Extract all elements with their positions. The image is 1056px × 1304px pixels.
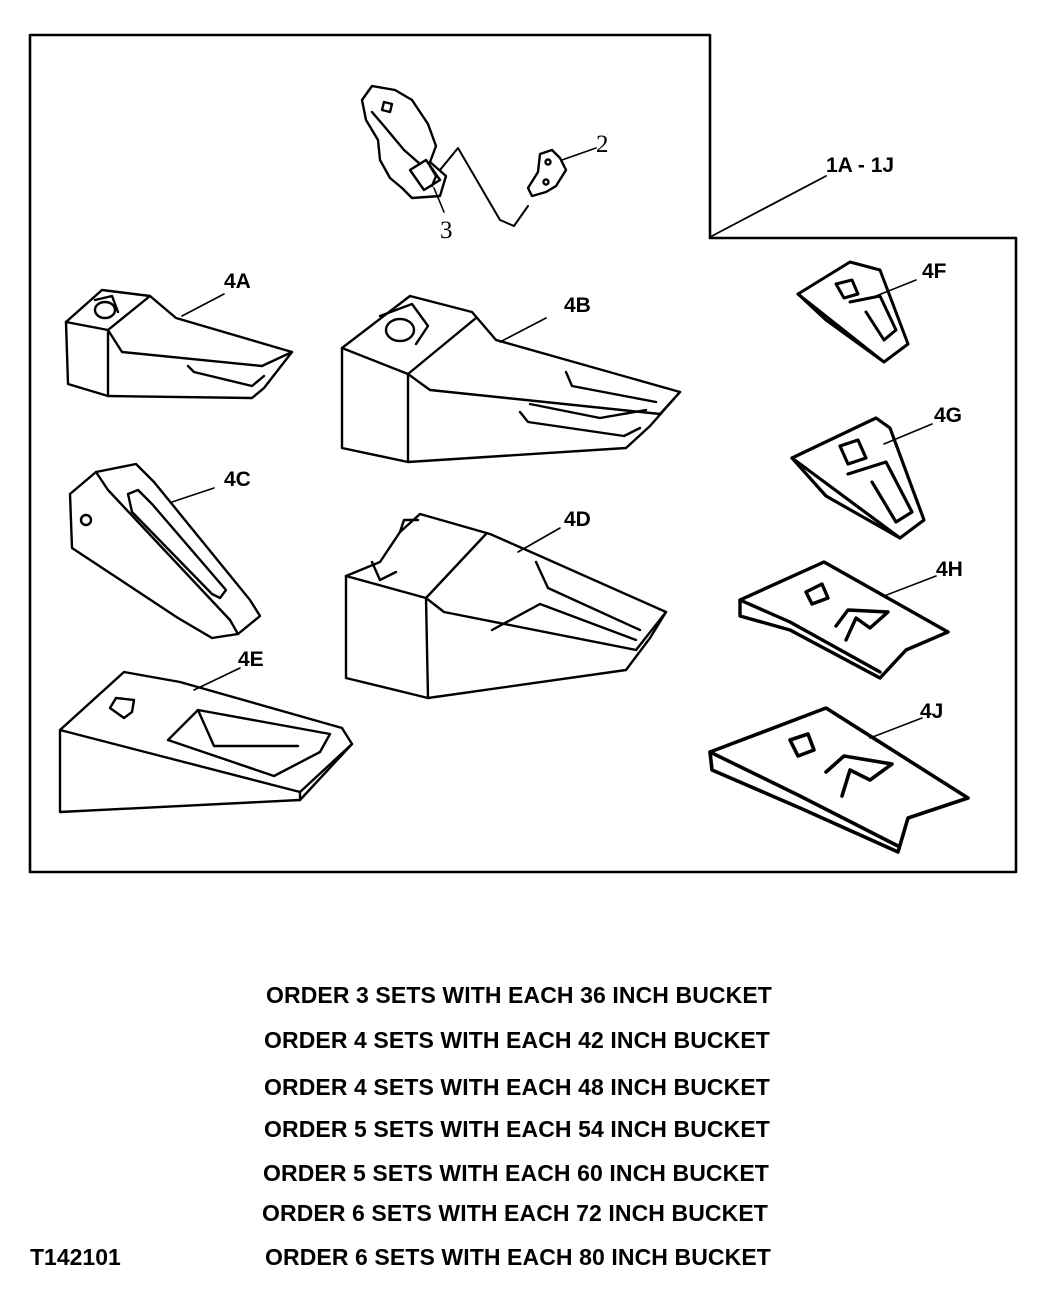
- figure-id: T142101: [30, 1244, 121, 1270]
- tooth-assembly-drawing: [360, 84, 597, 227]
- tooth-4h-drawing: [738, 560, 950, 680]
- adapter-4a-drawing: [64, 288, 294, 400]
- order-note: ORDER 4 SETS WITH EACH 42 INCH BUCKET: [264, 1027, 770, 1053]
- label-4e: 4E: [238, 648, 264, 671]
- tooth-4e-drawing: [58, 667, 354, 814]
- tooth-4g-drawing: [790, 416, 933, 540]
- label-4b: 4B: [564, 294, 591, 317]
- label-4d: 4D: [564, 508, 591, 531]
- tooth-4f-drawing: [796, 260, 917, 364]
- label-4a: 4A: [224, 270, 251, 293]
- adapter-4d-drawing: [344, 512, 668, 700]
- label-4h: 4H: [936, 558, 963, 581]
- label-part-2: 2: [596, 131, 609, 158]
- label-4f: 4F: [922, 260, 947, 283]
- label-part-3: 3: [440, 217, 453, 244]
- order-note: ORDER 6 SETS WITH EACH 72 INCH BUCKET: [262, 1200, 768, 1226]
- label-4g: 4G: [934, 404, 962, 427]
- label-4j: 4J: [920, 700, 943, 723]
- diagram-border: [28, 33, 1018, 874]
- parts-diagram: 1A - 1J 2 3 4A 4B 4C 4D 4E 4F 4G 4H 4J: [28, 33, 1018, 874]
- order-note: ORDER 5 SETS WITH EACH 60 INCH BUCKET: [263, 1160, 769, 1186]
- tooth-4c-drawing: [68, 462, 262, 640]
- order-note: ORDER 5 SETS WITH EACH 54 INCH BUCKET: [264, 1116, 770, 1142]
- label-4c: 4C: [224, 468, 251, 491]
- tooth-4j-drawing: [708, 706, 970, 854]
- label-assembly: 1A - 1J: [826, 154, 894, 177]
- adapter-4b-drawing: [340, 294, 682, 464]
- order-note: ORDER 3 SETS WITH EACH 36 INCH BUCKET: [266, 982, 772, 1008]
- order-note: ORDER 4 SETS WITH EACH 48 INCH BUCKET: [264, 1074, 770, 1100]
- leader-assembly: [711, 175, 827, 237]
- order-note: ORDER 6 SETS WITH EACH 80 INCH BUCKET: [265, 1244, 771, 1270]
